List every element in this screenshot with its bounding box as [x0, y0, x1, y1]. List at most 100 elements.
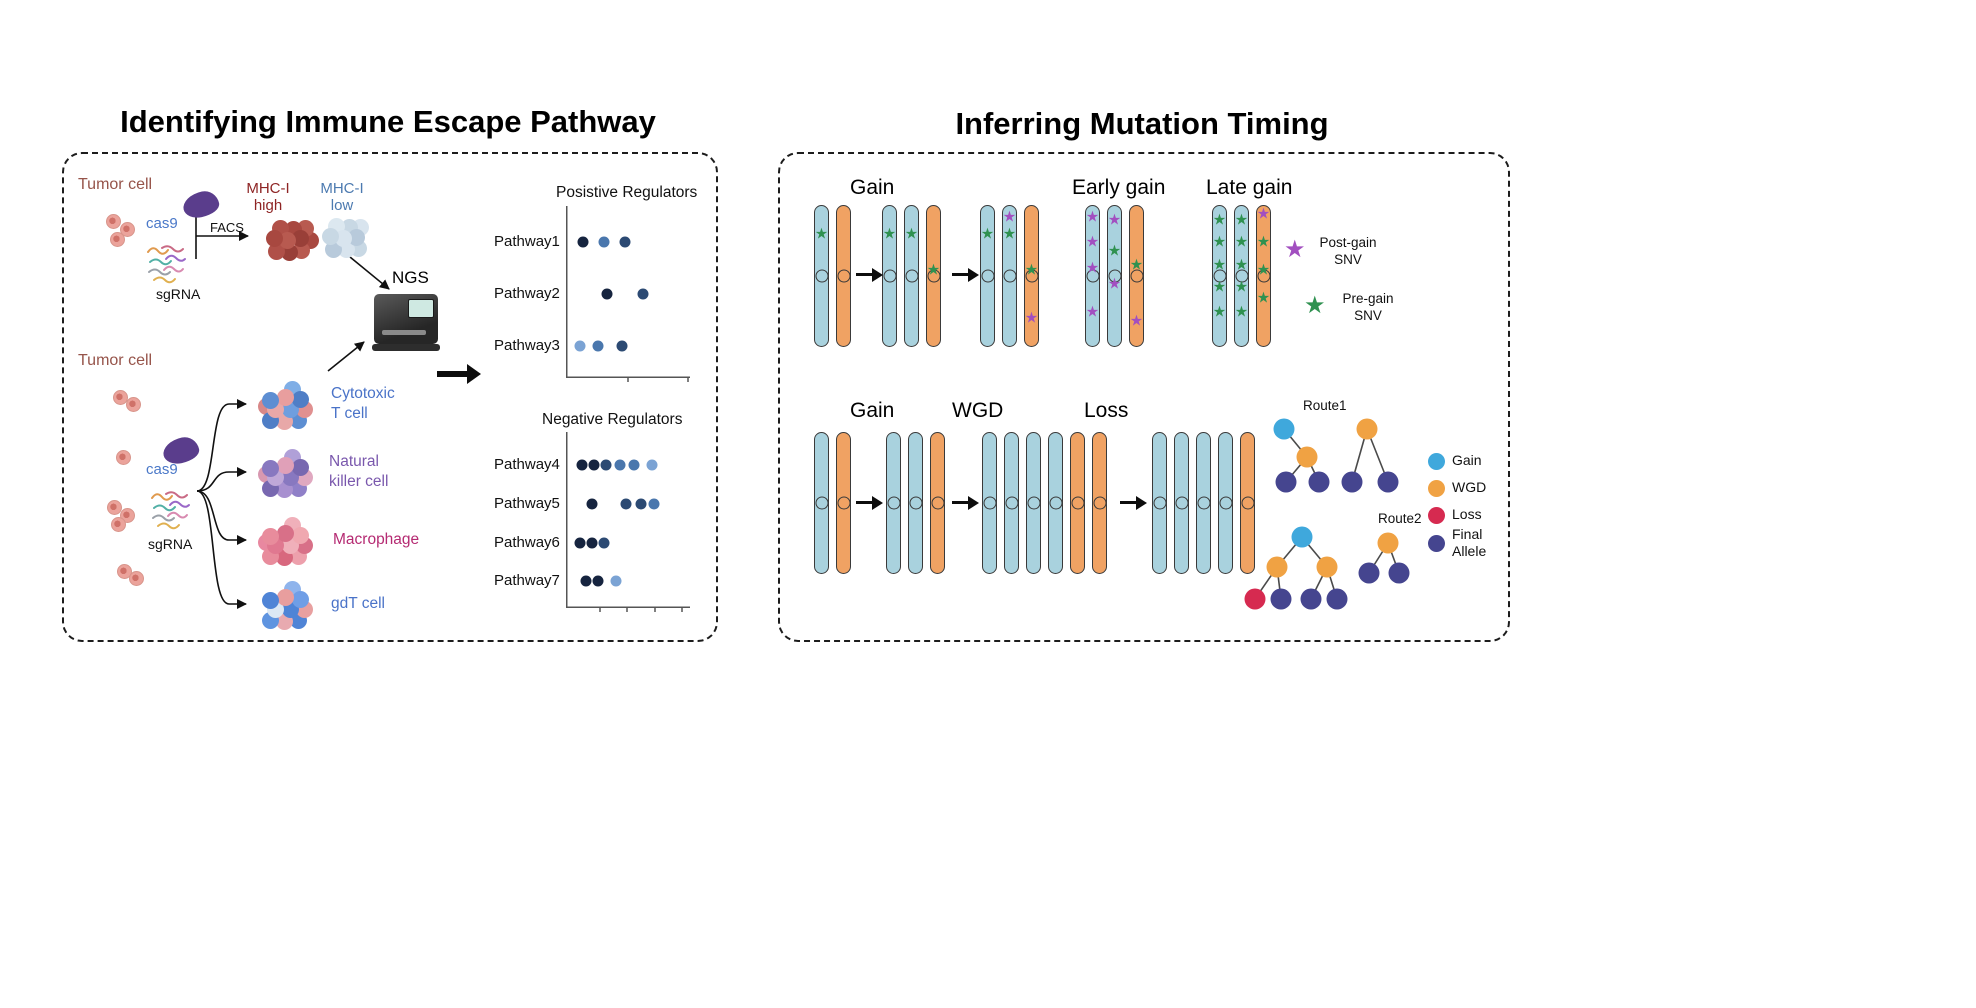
green-snv-star-icon: ★ — [1256, 233, 1271, 251]
data-dot — [646, 459, 658, 471]
data-dot — [635, 498, 647, 510]
centromere — [815, 496, 828, 510]
right-panel-border — [778, 152, 1510, 642]
tumor-cell — [126, 397, 141, 412]
final-node — [1358, 562, 1380, 584]
sgrna-icon — [151, 491, 190, 530]
purple-snv-star-icon: ★ — [1024, 309, 1039, 327]
final-node — [1388, 562, 1410, 584]
facs-label: FACS — [210, 220, 244, 235]
mhc-low-cell-cluster — [318, 214, 382, 272]
centromere — [927, 269, 940, 283]
tumor-cell — [116, 450, 131, 465]
data-dot — [598, 236, 610, 248]
post-gain-line-2: SNV — [1334, 252, 1362, 267]
centromere — [1235, 269, 1248, 283]
blue-chromosome — [1196, 432, 1211, 574]
nk-blob — [262, 460, 279, 477]
green-star-icon: ★ — [1304, 292, 1326, 319]
nk-cell-cluster — [256, 446, 320, 504]
arrow-right-icon — [1120, 501, 1136, 505]
blue-chromosome: ★ — [814, 205, 829, 347]
final-node — [1308, 471, 1330, 493]
cell-label-line: gdT cell — [331, 595, 385, 612]
orange-chromosome — [930, 432, 945, 574]
sgrna-icon — [147, 245, 186, 284]
wgd-node — [1296, 446, 1318, 468]
loss-node — [1244, 588, 1266, 610]
centromere — [815, 269, 828, 283]
right-panel-title: Inferring Mutation Timing — [955, 106, 1329, 141]
green-snv-star-icon: ★ — [1234, 256, 1249, 274]
data-dot — [648, 498, 660, 510]
final-node — [1300, 588, 1322, 610]
blue-chromosome — [1026, 432, 1041, 574]
legend-label-line: WGD — [1452, 479, 1487, 495]
green-snv-star-icon: ★ — [1256, 289, 1271, 307]
loss-legend-label: Loss — [1452, 506, 1482, 523]
centromere — [1130, 269, 1143, 283]
orange-chromosome: ★★★★ — [1256, 205, 1271, 347]
blue-chromosome — [908, 432, 923, 574]
orange-chromosome: ★★ — [1024, 205, 1039, 347]
centromere — [983, 496, 996, 510]
centromere — [1093, 496, 1106, 510]
tumor-cell — [129, 571, 144, 586]
data-dot — [614, 459, 626, 471]
gain-legend-label: Gain — [1452, 452, 1482, 469]
ngs-label: NGS — [392, 268, 429, 287]
wgd-node — [1377, 532, 1399, 554]
green-snv-star-icon: ★ — [1212, 256, 1227, 274]
final-node — [1341, 471, 1363, 493]
mhc-high-blob — [266, 230, 283, 247]
green-snv-star-icon: ★ — [904, 225, 919, 243]
data-dot — [598, 537, 610, 549]
orange-chromosome — [1240, 432, 1255, 574]
data-dot — [620, 498, 632, 510]
tumor-cell — [113, 390, 128, 405]
macrophage-cell-label: Macrophage — [333, 530, 419, 550]
gdt-blob — [262, 592, 279, 609]
arrow-right-icon — [952, 273, 968, 277]
cas9-label-1: cas9 — [146, 215, 178, 232]
data-dot — [616, 340, 628, 352]
negative-plot-title: Negative Regulators — [542, 411, 683, 428]
wgd-legend-dot — [1428, 479, 1445, 497]
purple-snv-star-icon: ★ — [1129, 312, 1144, 330]
purple-snv-star-icon: ★ — [1085, 259, 1100, 277]
legend-label-line: Gain — [1452, 452, 1482, 468]
gain-node — [1291, 526, 1313, 548]
final-node — [1275, 471, 1297, 493]
sgrna-label-2: sgRNA — [148, 536, 193, 552]
purple-snv-star-icon: ★ — [1085, 233, 1100, 251]
centromere — [1025, 269, 1038, 283]
blue-chromosome: ★★★★ — [1085, 205, 1100, 347]
orange-chromosome — [1070, 432, 1085, 574]
tumor-cell — [106, 214, 121, 229]
purple-snv-star-icon: ★ — [1256, 205, 1271, 223]
data-dot — [628, 459, 640, 471]
centromere — [883, 269, 896, 283]
green-snv-star-icon: ★ — [1212, 211, 1227, 229]
pathway-label: Pathway5 — [494, 495, 560, 512]
mhc-high-cell-cluster — [262, 216, 326, 274]
gain-node — [1273, 418, 1295, 440]
data-dot — [580, 575, 592, 587]
green-snv-star-icon: ★ — [1024, 261, 1039, 279]
blue-chromosome: ★★★ — [1107, 205, 1122, 347]
left-panel-border — [62, 152, 718, 642]
orange-chromosome: ★ — [926, 205, 941, 347]
event-label: Late gain — [1206, 176, 1293, 199]
cell-label-line: Natural — [329, 453, 379, 470]
left-panel-title: Identifying Immune Escape Pathway — [120, 104, 656, 139]
plot-axes — [566, 432, 690, 608]
green-snv-star-icon: ★ — [1107, 242, 1122, 260]
macrophage-cell-cluster — [256, 514, 320, 572]
positive-plot-title: Posistive Regulators — [556, 184, 698, 201]
mhc-low-line-2: low — [330, 197, 354, 214]
blue-chromosome — [1218, 432, 1233, 574]
